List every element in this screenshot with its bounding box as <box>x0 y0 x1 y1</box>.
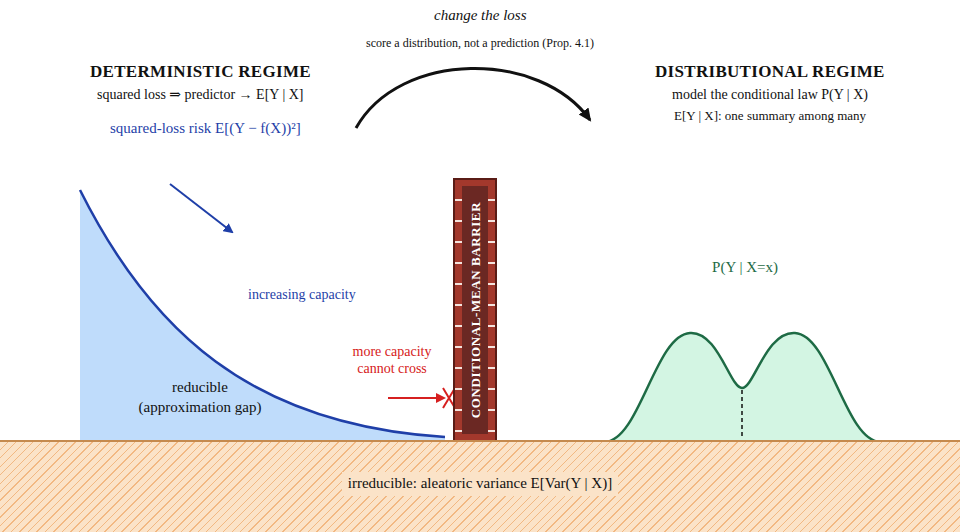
node-text: irreducible: aleatoric variance E[Var(Y … <box>342 472 618 496</box>
distribution-curve <box>605 333 880 442</box>
risk-area <box>80 190 445 442</box>
barrier-text: CONDITIONAL-MEAN BARRIER <box>468 190 483 430</box>
regime-note: E[Y | X]: one summary among many <box>674 108 866 124</box>
node-text: P(Y | X=x) <box>600 258 890 278</box>
subcaption: score a distribution, not a prediction (… <box>366 36 594 50</box>
arrow-caption: change the loss <box>434 6 526 24</box>
ground-band: irreducible: aleatoric variance E[Var(Y … <box>0 440 960 532</box>
regime-note: squared loss ⇒ predictor → E[Y | X] <box>97 87 303 104</box>
risk-curve <box>80 190 445 437</box>
regime-heading: DETERMINISTIC REGIME <box>90 62 311 82</box>
node-text: reducible (approximation gap) <box>130 378 270 417</box>
curve-label: squared-loss risk E[(Y − f(X))²] <box>110 119 301 137</box>
barrier-wall: CONDITIONAL-MEAN BARRIER <box>453 178 497 442</box>
regime-arrow <box>356 68 590 128</box>
blocked-arrow <box>388 397 444 399</box>
regime-heading: DISTRIBUTIONAL REGIME <box>655 62 885 82</box>
reducible-region: reducible (approximation gap) <box>125 378 275 434</box>
distribution-node: P(Y | X=x) <box>600 258 890 318</box>
capacity-arrow <box>170 184 232 232</box>
barrier-note: more capacity cannot cross <box>333 344 451 378</box>
mean-line <box>741 390 743 438</box>
capacity-label: increasing capacity <box>248 287 356 304</box>
regime-note: model the conditional law P(Y | X) <box>672 87 868 104</box>
